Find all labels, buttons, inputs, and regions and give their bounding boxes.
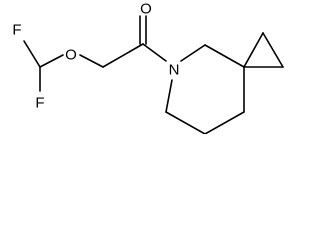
molecule-structure: F F O O N — [12, 1, 284, 134]
bond-c4-c3 — [204, 111, 245, 134]
bond-c2-n — [165, 79, 173, 113]
atom-fluorine-top: F — [12, 22, 21, 39]
atom-fluorine-bottom: F — [35, 95, 44, 112]
bond-chf2-o — [39, 54, 64, 68]
bond-chf2-f-top — [23, 40, 41, 68]
bond-o-ch2 — [79, 54, 104, 68]
bond-group — [23, 15, 284, 134]
bond-c6-spiro — [204, 44, 245, 68]
atom-ether-oxygen: O — [65, 47, 77, 64]
bond-ch2-carbonyl — [102, 43, 144, 68]
bond-c3-c2 — [165, 111, 206, 134]
atom-label-group: F F O O N — [12, 1, 179, 112]
atom-carbonyl-oxygen: O — [140, 1, 152, 18]
bond-cp1-cp2 — [262, 32, 284, 68]
bond-spiro-cp1 — [243, 32, 264, 68]
bond-n-c6 — [180, 44, 206, 62]
atom-ring-nitrogen: N — [169, 62, 180, 79]
bond-carbonyl-n — [142, 43, 167, 62]
